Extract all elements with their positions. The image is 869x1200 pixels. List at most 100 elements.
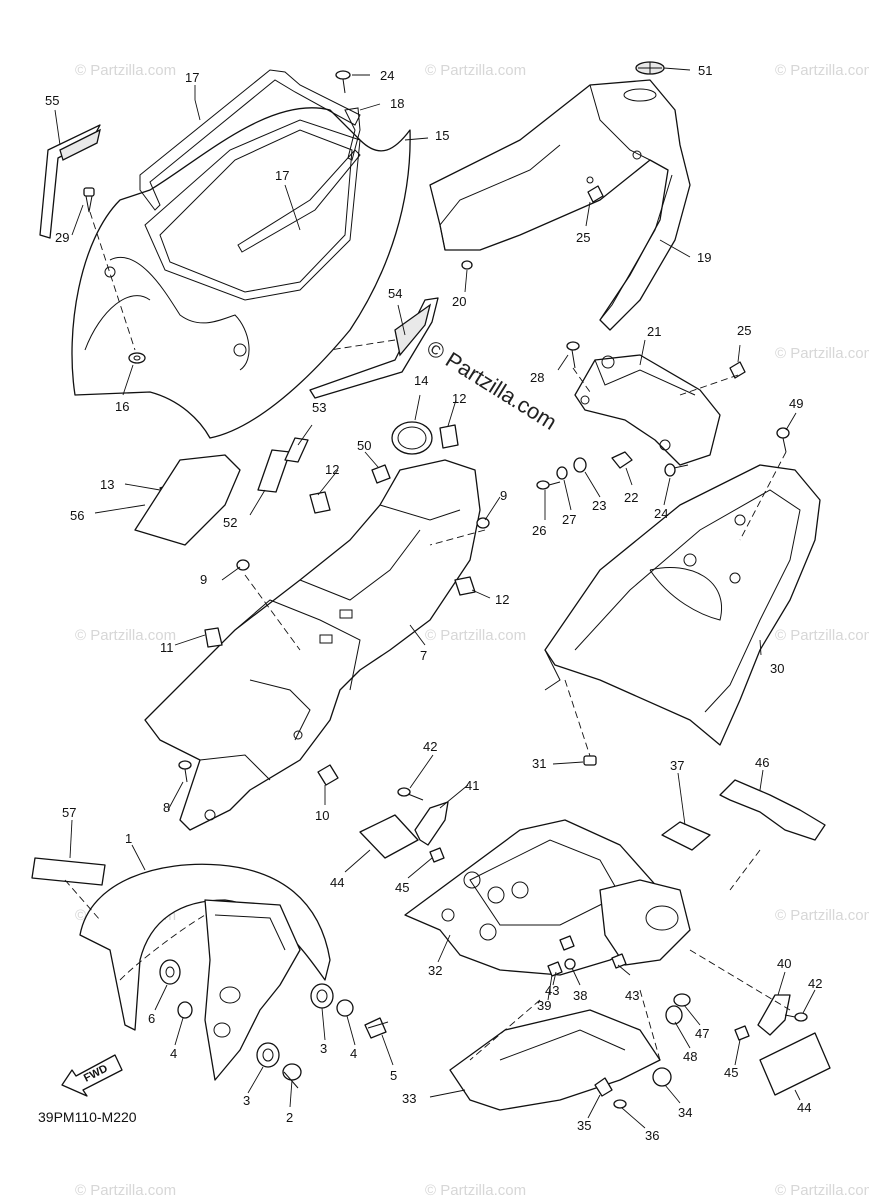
part-11-clip[interactable] [204,627,223,648]
callout-12: 12 [325,462,339,477]
part-31-rivet[interactable] [583,755,597,766]
callout-6: 6 [148,1011,155,1026]
part-39-nut[interactable] [547,961,563,977]
callout-51: 51 [698,63,712,78]
callout-8: 8 [163,800,170,815]
callout-16: 16 [115,399,129,414]
watermark: © Partzilla.com [75,62,176,79]
part-5-bolt[interactable] [364,1017,389,1039]
part-1-front-fender[interactable] [79,863,331,1081]
part-21-bracket[interactable] [574,354,721,466]
part-8-screw[interactable] [178,760,192,783]
part-22-clip[interactable] [611,451,633,469]
callout-43: 43 [545,983,559,998]
part-41-bracket[interactable] [414,801,449,846]
callout-24: 24 [654,506,668,521]
part-24-screw[interactable] [335,70,351,94]
part-4-collar[interactable] [336,999,354,1017]
part-45-nut[interactable] [734,1025,750,1041]
callout-15: 15 [435,128,449,143]
callout-31: 31 [532,756,546,771]
part-29-rivet[interactable] [83,187,95,213]
part-14-band[interactable] [391,421,433,455]
callout-34: 34 [678,1105,692,1120]
part-38-washer[interactable] [564,958,576,970]
part-7-rear-fender[interactable] [144,459,481,831]
callout-4: 4 [350,1046,357,1061]
part-43-nut[interactable] [611,953,627,969]
part-20-washer[interactable] [461,260,473,270]
part-25-nut[interactable] [729,361,746,379]
callout-13: 13 [100,477,114,492]
part-40-bracket[interactable] [757,994,791,1036]
callout-26: 26 [532,523,546,538]
part-3-damper[interactable] [256,1042,280,1068]
part-24-screw[interactable] [664,463,689,477]
part-25-nut[interactable] [587,185,604,203]
part-10-damper[interactable] [317,764,339,786]
callout-44: 44 [330,875,344,890]
part-17-grab-rail-trim[interactable] [139,69,361,253]
part-16-washer[interactable] [128,352,146,364]
part-57-decal[interactable]: YAMAHA [31,857,106,886]
callout-55: 55 [45,93,59,108]
part-18-clip[interactable] [344,107,361,161]
part-23-collar[interactable] [573,457,587,473]
part-35-nut[interactable] [594,1077,613,1097]
callout-53: 53 [312,400,326,415]
part-44-reflector[interactable] [359,814,419,859]
callout-28: 28 [530,370,544,385]
part-42-bolt[interactable] [397,787,424,801]
callout-9: 9 [500,488,507,503]
part-3-damper[interactable] [310,983,334,1009]
part-34-grommet[interactable] [652,1067,672,1087]
part-43-nut[interactable] [559,935,575,951]
part-49-screw[interactable] [776,427,790,453]
callout-1: 1 [125,831,132,846]
watermark: © Partzilla.com [775,907,869,924]
part-48-collar[interactable] [665,1005,683,1025]
callout-39: 39 [537,998,551,1013]
part-12-clip[interactable] [439,424,459,449]
callout-50: 50 [357,438,371,453]
part-44-reflector[interactable] [759,1032,831,1096]
callout-56: 56 [70,508,84,523]
part-12-clip[interactable] [309,491,331,514]
part-47-washer[interactable] [673,993,691,1007]
callout-49: 49 [789,396,803,411]
part-19-seat-frame[interactable] [429,79,691,331]
part-50-clamp[interactable] [371,464,391,484]
part-55-decal[interactable] [39,124,101,239]
part-46-bracket[interactable] [719,779,826,841]
callout-22: 22 [624,490,638,505]
part-52-sponge[interactable] [257,449,291,493]
part-51-grommet[interactable] [635,61,665,75]
part-9-bolt[interactable] [476,517,490,529]
part-32-license-housing[interactable] [404,819,691,976]
part-36-screw[interactable] [613,1099,627,1109]
part-30-under-cowl[interactable] [544,464,821,746]
callout-32: 32 [428,963,442,978]
part-37-damper[interactable] [661,821,711,851]
part-45-nut[interactable] [429,847,445,863]
part-53-sponge[interactable] [284,437,309,463]
part-6-collar[interactable] [159,959,181,985]
part-28-bolt[interactable] [566,341,580,369]
part-56-cover[interactable] [134,454,241,546]
part-26-screw[interactable] [536,480,561,490]
part-12-clip[interactable] [454,576,476,596]
callout-41: 41 [465,778,479,793]
part-54-decal[interactable] [309,297,439,399]
part-42-bolt[interactable] [784,1012,808,1022]
part-4-collar[interactable] [177,1001,193,1019]
part-27-washer[interactable] [556,466,568,480]
decal-lettering: YAMAHA [42,868,82,881]
part-33-mud-flap[interactable] [449,1009,661,1111]
part-9-bolt[interactable] [236,559,250,571]
watermark: © Partzilla.com [775,1182,869,1199]
watermark: © Partzilla.com [775,345,869,362]
part-15-side-cover[interactable] [71,107,411,439]
callout-4: 4 [170,1046,177,1061]
callout-36: 36 [645,1128,659,1143]
callout-43: 43 [625,988,639,1003]
